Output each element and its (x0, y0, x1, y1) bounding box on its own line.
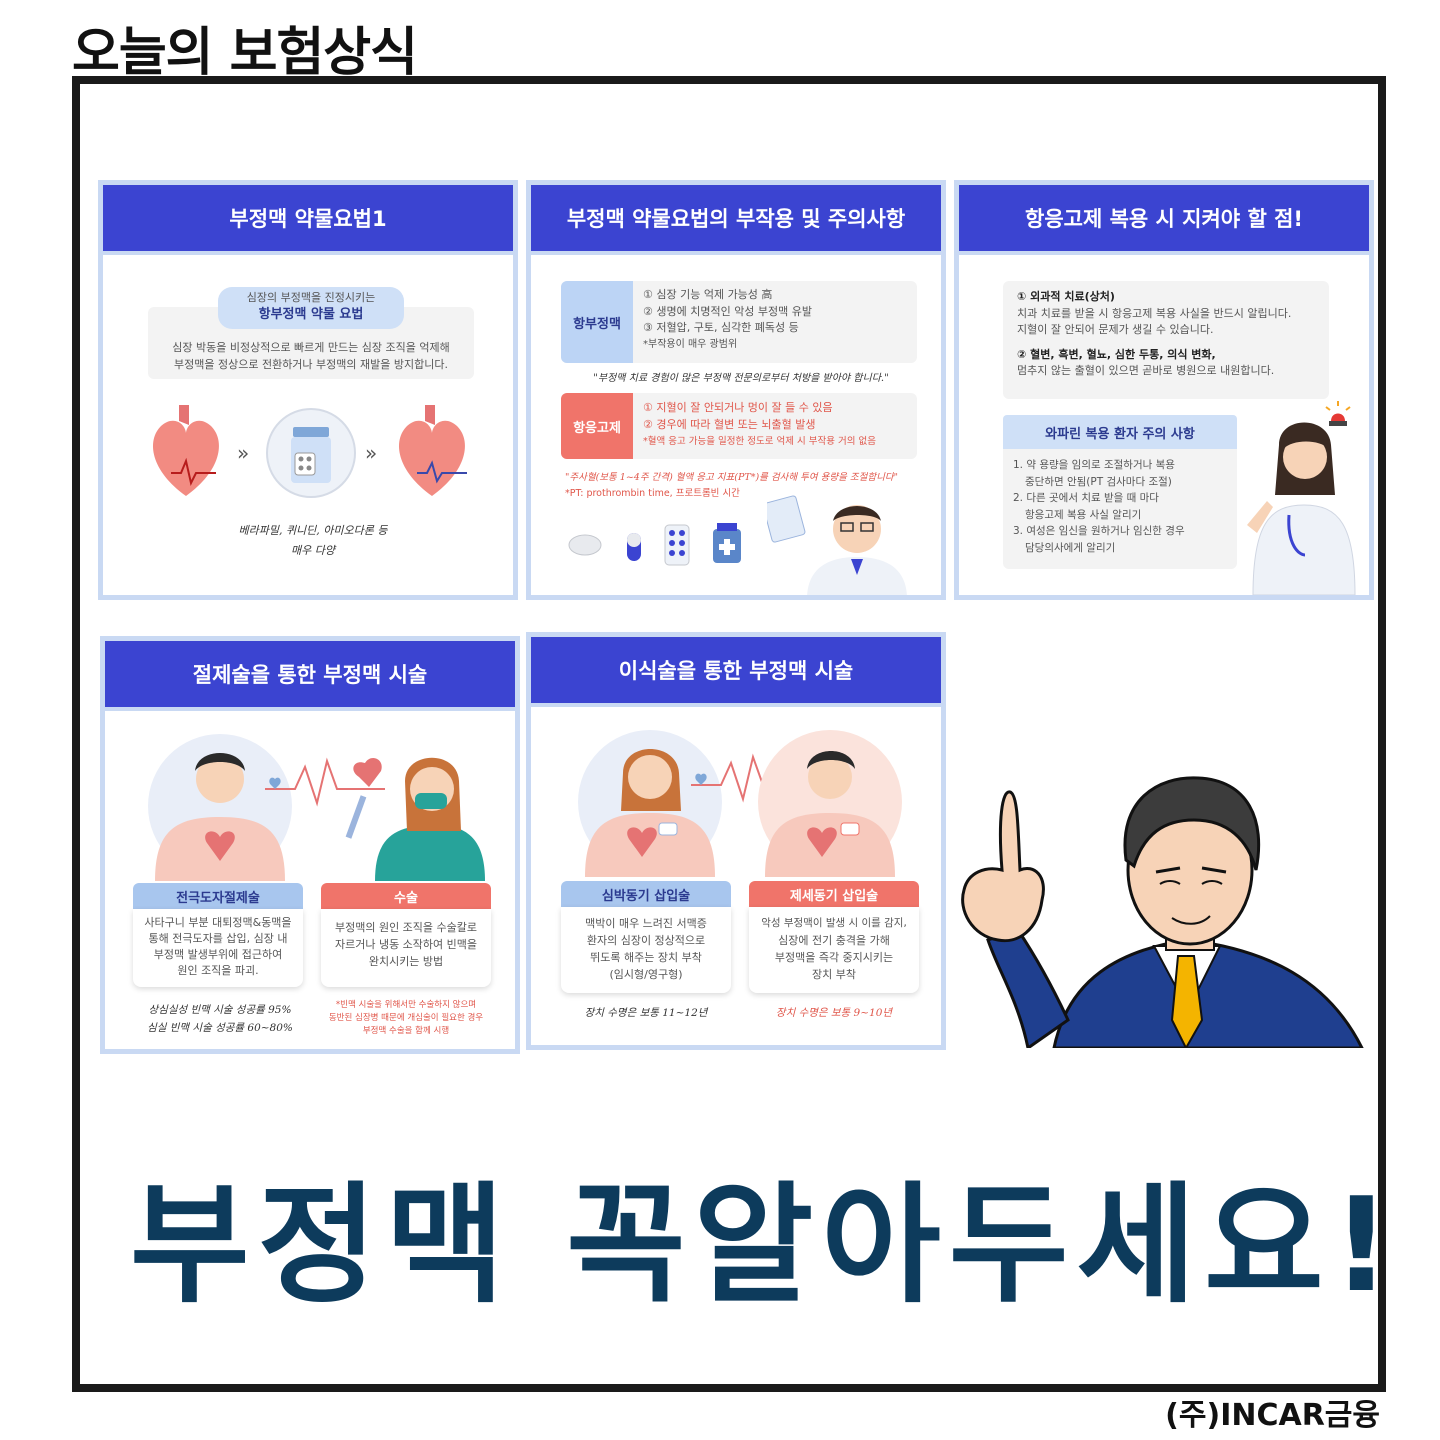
list-item: 1. 약 용량을 임의로 조절하거나 복용 (1013, 459, 1175, 471)
rules-text: ① 외과적 치료(상처) 치과 치료를 받을 시 항응고제 복용 사실을 반드시… (1017, 289, 1291, 380)
desc-line: 뛰도록 해주는 장치 부착 (590, 951, 702, 964)
arrow-icon: » (237, 441, 250, 465)
note-line-2: 매우 다양 (291, 544, 335, 557)
antiarrhythmic-list: ① 심장 기능 억제 가능성 高 ② 생명에 치명적인 악성 부정맥 유발 ③ … (643, 287, 812, 353)
pt-footnote: *PT: prothrombin time, 프로트롬빈 시간 (565, 488, 740, 499)
card-drug-side-effects: 부정맥 약물요법의 부작용 및 주의사항 항부정맥 ① 심장 기능 억제 가능성… (526, 180, 946, 600)
heart-illustration-right (399, 405, 467, 496)
card-anticoagulant-rules: 항응고제 복용 시 지켜야 할 점! ① 외과적 치료(상처) 치과 치료를 받… (954, 180, 1374, 600)
desc-line: 부정맥의 원인 조직을 수술칼로 (334, 921, 478, 934)
headline: 부정맥 꼭알아두세요! (130, 1169, 1399, 1321)
topic-pill: 심장의 부정맥을 진정시키는 항부정맥 약물 요법 (218, 287, 404, 329)
female-doctor-illustration (1247, 422, 1356, 595)
anticoagulant-note: "주사혈(보통 1~4주 간격) 혈액 응고 지표(PT*)를 검사해 투여 용… (565, 472, 898, 483)
warfarin-list: 1. 약 용량을 임의로 조절하거나 복용 중단하면 안됨(PT 검사마다 조절… (1013, 457, 1185, 556)
card1-desc: 심장 박동을 비정상적으로 빠르게 만드는 심장 조직을 억제해 부정맥을 정상… (153, 339, 469, 373)
desc-line: 원인 조직을 파괴. (177, 964, 259, 977)
rule-1-line: 치과 치료를 받을 시 항응고제 복용 사실을 반드시 알립니다. (1017, 306, 1292, 320)
list-item: ① 지혈이 잘 안되거나 멍이 잘 들 수 있음 (643, 401, 833, 414)
desc-line: 장치 부착 (812, 968, 856, 981)
note-line: 동반된 심장병 때문에 개심술이 필요한 경우 (328, 1013, 484, 1023)
desc-line: 부정맥 발생부위에 접근하여 (153, 948, 283, 961)
desc-line: 자르거나 냉동 소작하여 빈맥을 (334, 938, 478, 951)
desc-line: 부정맥을 즉각 중지시키는 (774, 951, 894, 964)
heartbeat-line-icon (265, 757, 385, 807)
card-ablation-procedure: 절제술을 통한 부정맥 시술 전극도자절제술 사타구니 부분 대퇴정맥&동맥을 … (100, 636, 520, 1054)
pacemaker-subtitle: 심박동기 삽입술 (561, 881, 731, 907)
pacemaker-desc-box: 맥박이 매우 느려진 서맥증 환자의 심장이 정상적으로 뛰도록 해주는 장치 … (561, 907, 731, 993)
list-item: 담당의사에게 알리기 (1025, 541, 1116, 554)
nurse-illustration (345, 757, 485, 881)
company-footer: (주)INCAR금융 (1165, 1398, 1380, 1433)
defibrillator-desc-box: 악성 부정맥이 발생 시 이를 감지, 심장에 전기 충격을 가해 부정맥을 즉… (749, 907, 919, 993)
list-item: 3. 여성은 임신을 원하거나 임신한 경우 (1013, 525, 1185, 537)
businessman-pointing-illustration (961, 776, 1364, 1048)
list-item: ② 경우에 따라 혈변 또는 뇌출혈 발생 (643, 418, 816, 431)
desc-line: 악성 부정맥이 발생 시 이를 감지, (761, 917, 907, 929)
ablation-subtitle: 전극도자절제술 (133, 883, 303, 909)
note-line: 심실 빈맥 시술 성공률 60~80% (147, 1022, 293, 1034)
ablation-desc-box: 사타구니 부분 대퇴정맥&동맥을 통해 전극도자를 삽입, 심장 내 부정맥 발… (133, 909, 303, 987)
list-item: 항응고제 복용 사실 알리기 (1025, 508, 1142, 521)
list-item: ② 생명에 치명적인 악성 부정맥 유발 (643, 304, 813, 318)
card-title: 부정맥 약물요법1 (103, 185, 513, 255)
list-item: ③ 저혈압, 구토, 심각한 폐독성 등 (643, 321, 799, 334)
pill-line-1: 심장의 부정맥을 진정시키는 (246, 291, 376, 304)
note-line: 상심실성 빈맥 시술 성공률 95% (148, 1004, 292, 1016)
card-title: 이식술을 통한 부정맥 시술 (531, 637, 941, 707)
male-patient-illustration (758, 730, 902, 877)
list-item: ① 심장 기능 억제 가능성 高 (643, 288, 773, 301)
rules-box (1003, 281, 1329, 399)
card-implant-procedure: 이식술을 통한 부정맥 시술 심박동기 삽입술 맥박이 매우 느려진 서맥증 환… (526, 632, 946, 1050)
desc-line: 맥박이 매우 느려진 서맥증 (585, 917, 707, 930)
pill-line-2: 항부정맥 약물 요법 (258, 307, 364, 322)
desc-line-1: 심장 박동을 비정상적으로 빠르게 만드는 심장 조직을 억제해 (172, 341, 450, 354)
note-line-1: 베라파밀, 퀴니딘, 아미오다론 등 (238, 524, 388, 537)
antiarrhythmic-note: "부정맥 치료 경험이 많은 부정맥 전문의로부터 처방을 받아야 합니다." (593, 373, 889, 384)
defibrillator-lifespan-note: 장치 수명은 보통 9~10년 (775, 1007, 893, 1019)
list-item: *부작용이 매우 광범위 (643, 338, 738, 350)
warfarin-box (1003, 449, 1237, 569)
rule-1-line: 지혈이 잘 안되어 문제가 생길 수 있습니다. (1017, 323, 1214, 336)
desc-line: 완치시키는 방법 (368, 955, 444, 968)
drug-examples-note: 베라파밀, 퀴니딘, 아미오다론 등 매우 다양 (183, 521, 443, 561)
anticoagulant-list: ① 지혈이 잘 안되거나 멍이 잘 들 수 있음 ② 경우에 따라 혈변 또는 … (643, 399, 876, 450)
ablation-success-note: 상심실성 빈맥 시술 성공률 95% 심실 빈맥 시술 성공률 60~80% (125, 1001, 315, 1037)
anticoagulant-label: 항응고제 (561, 393, 633, 459)
female-patient-illustration (578, 730, 722, 877)
desc-line: 통해 전극도자를 삽입, 심장 내 (148, 932, 288, 945)
heart-illustration-left (153, 405, 219, 496)
defibrillator-subtitle: 제세동기 삽입술 (749, 881, 919, 907)
card-title: 부정맥 약물요법의 부작용 및 주의사항 (531, 185, 941, 255)
antiarrhythmic-label: 항부정맥 (561, 281, 633, 363)
surgery-subtitle: 수술 (321, 883, 491, 909)
rule-2-title: ② 혈변, 흑변, 혈뇨, 심한 두통, 의식 변화, (1017, 347, 1216, 361)
pills-icon (568, 523, 741, 566)
pacemaker-lifespan-note: 장치 수명은 보통 11~12년 (584, 1007, 708, 1019)
card-title: 절제술을 통한 부정맥 시술 (105, 641, 515, 711)
note-line: *빈맥 시술을 위해서만 수술하지 않으며 (335, 1000, 477, 1010)
list-item: *혈액 응고 가능을 일정한 정도로 억제 시 부작용 거의 없음 (643, 436, 876, 447)
desc-line: (임시형/영구형) (609, 968, 683, 981)
alarm-siren-icon (1325, 401, 1351, 426)
desc-line: 사타구니 부분 대퇴정맥&동맥을 (144, 916, 292, 929)
surgery-footnote: *빈맥 시술을 위해서만 수술하지 않으며 동반된 심장병 때문에 개심술이 필… (311, 999, 501, 1038)
desc-line: 심장에 전기 충격을 가해 (778, 934, 890, 947)
card-title: 항응고제 복용 시 지켜야 할 점! (959, 185, 1369, 255)
patient-illustration (148, 734, 292, 881)
medicine-bottle-icon (266, 408, 356, 498)
arrow-icon: » (365, 441, 378, 465)
list-item: 2. 다른 곳에서 치료 받을 때 마다 (1013, 492, 1159, 504)
rule-1-title: ① 외과적 치료(상처) (1017, 290, 1115, 303)
surgery-desc-box: 부정맥의 원인 조직을 수술칼로 자르거나 냉동 소작하여 빈맥을 완치시키는 … (321, 909, 491, 987)
rule-2-line: 멈추지 않는 출혈이 있으면 곧바로 병원으로 내원합니다. (1017, 364, 1275, 377)
list-item: 중단하면 안됨(PT 검사마다 조절) (1025, 475, 1172, 488)
card-drug-therapy-1: 부정맥 약물요법1 심장의 부정맥을 진정시키는 항부정맥 약물 요법 심장 박… (98, 180, 518, 600)
page-title: 오늘의 보험상식 (72, 23, 418, 83)
desc-line-2: 부정맥을 정상으로 전환하거나 부정맥의 재발을 방지합니다. (174, 358, 448, 371)
warfarin-subtitle: 와파린 복용 환자 주의 사항 (1003, 415, 1237, 449)
note-line: 부정맥 수술을 함께 시행 (362, 1026, 450, 1036)
desc-line: 환자의 심장이 정상적으로 (586, 934, 706, 947)
doctor-illustration (767, 495, 907, 595)
